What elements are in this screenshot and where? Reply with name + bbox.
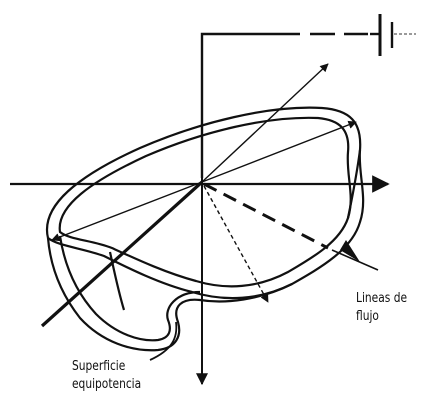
surface-right-wall (346, 149, 362, 219)
field-line-dashed-thin (203, 185, 269, 303)
field-line-right-rim (201, 120, 357, 183)
equipotential-surface (45, 106, 365, 352)
surface-label-line1: Superficie (72, 359, 126, 374)
field-lines (51, 63, 379, 303)
surface-outer-rim (45, 106, 365, 300)
diagonal-axis (40, 180, 204, 328)
equipotential-surface-label: Superficie equipotencia (72, 358, 141, 394)
surface-inner-rim (58, 116, 352, 288)
flux-arrowhead-icon (340, 240, 360, 262)
field-line-left-rim (51, 181, 203, 242)
surface-crease (108, 251, 126, 311)
surface-bowl-inner (58, 235, 201, 342)
flux-lines-label-line2: flujo (356, 309, 379, 324)
surface-label-line2: equipotencia (72, 377, 142, 392)
field-line-upper-right (201, 63, 329, 183)
battery-symbol-icon (370, 14, 416, 56)
surface-bowl-bottom (46, 237, 293, 352)
field-line-dashed-thick (203, 182, 329, 250)
flux-lines-label-line1: Lineas de (356, 291, 408, 306)
surface-leader-line (149, 321, 178, 361)
battery-wire (200, 32, 368, 178)
flux-lines-label: Lineas de flujo (356, 290, 407, 326)
